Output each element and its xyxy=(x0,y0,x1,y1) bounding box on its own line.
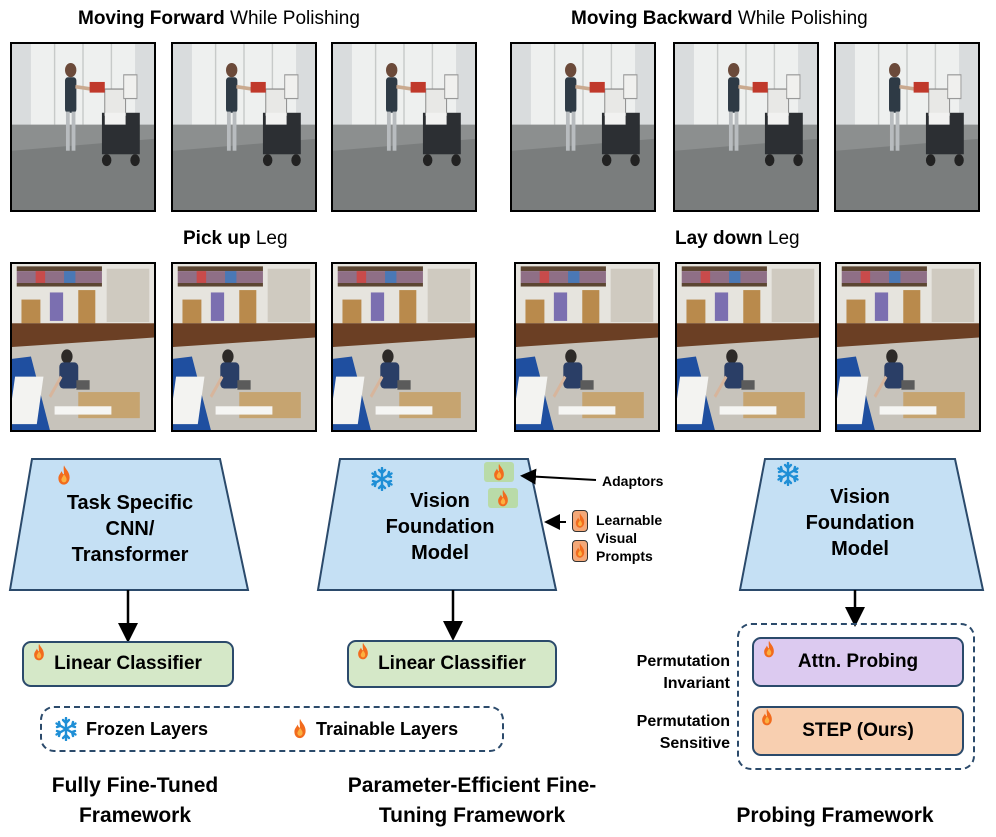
video-frame-laydown-3 xyxy=(835,262,981,432)
attn-flame-icon xyxy=(762,640,776,658)
fully-tuned-model-trapezoid xyxy=(8,458,250,591)
classifier-label: Linear Classifier xyxy=(54,653,202,674)
fully-tuned-caption: Fully Fine-Tuned Framework xyxy=(51,774,219,827)
adaptor-flame-icon xyxy=(492,463,506,481)
video-frame-laydown-2 xyxy=(675,262,821,432)
probing-heads-group xyxy=(737,623,975,770)
fully-tuned-flame-icon xyxy=(56,464,72,486)
classifier-label: Linear Classifier xyxy=(378,653,526,674)
prompt-flame-icon xyxy=(574,542,586,559)
title-lay-down-leg: Lay down Leg xyxy=(675,228,800,249)
fully-tuned-model-label: Task Specific CNN/ Transformer xyxy=(66,492,194,566)
legend-flame-icon xyxy=(292,718,308,739)
legend-frozen-label: Frozen Layers xyxy=(86,719,209,739)
video-frame-forward-2 xyxy=(171,42,317,212)
probing-model-label: Vision Foundation Model xyxy=(805,486,915,560)
video-frame-backward-2 xyxy=(673,42,819,212)
legend-box xyxy=(40,706,504,752)
legend-trainable-label: Trainable Layers xyxy=(316,719,459,739)
title-moving-forward: Moving Forward While Polishing xyxy=(78,8,360,29)
adaptors-label: Adaptors xyxy=(602,473,664,489)
title-pick-up-leg: Pick up Leg xyxy=(183,228,288,249)
attn-probing-label: Attn. Probing xyxy=(797,651,919,672)
video-frame-backward-1 xyxy=(510,42,656,212)
classifier-flame-icon xyxy=(356,642,370,660)
classifier-flame-icon xyxy=(32,643,46,661)
probing-caption: Probing Framework xyxy=(736,804,934,827)
fully-tuned-linear-classifier: Linear Classifier xyxy=(22,641,234,687)
legend-snowflake-icon xyxy=(54,717,78,741)
title-moving-backward: Moving Backward While Polishing xyxy=(571,8,868,29)
step-box: STEP (Ours) xyxy=(752,706,964,756)
video-frame-pickup-2 xyxy=(171,262,317,432)
probing-model-trapezoid xyxy=(738,458,985,591)
video-frame-forward-1 xyxy=(10,42,156,212)
permutation-invariant-label: Permutation Invariant xyxy=(636,653,730,692)
peft-model-label: Vision Foundation Model xyxy=(385,490,495,564)
learnable-visual-prompts-label: Learnable Visual Prompts xyxy=(596,512,663,564)
video-frame-pickup-1 xyxy=(10,262,156,432)
step-label: STEP (Ours) xyxy=(802,720,914,741)
peft-caption: Parameter-Efficient Fine- Tuning Framewo… xyxy=(347,774,597,827)
prompt-flame-icon xyxy=(574,512,586,529)
step-flame-icon xyxy=(760,708,774,726)
permutation-sensitive-label: Permutation Sensitive xyxy=(636,713,730,752)
adaptors-pointer xyxy=(520,468,597,485)
video-frame-forward-3 xyxy=(331,42,477,212)
probing-snowflake-icon xyxy=(776,462,800,486)
video-frame-pickup-3 xyxy=(331,262,477,432)
peft-linear-classifier: Linear Classifier xyxy=(347,640,557,688)
video-frame-laydown-1 xyxy=(514,262,660,432)
video-frame-backward-3 xyxy=(834,42,980,212)
attn-probing-box: Attn. Probing xyxy=(752,637,964,687)
